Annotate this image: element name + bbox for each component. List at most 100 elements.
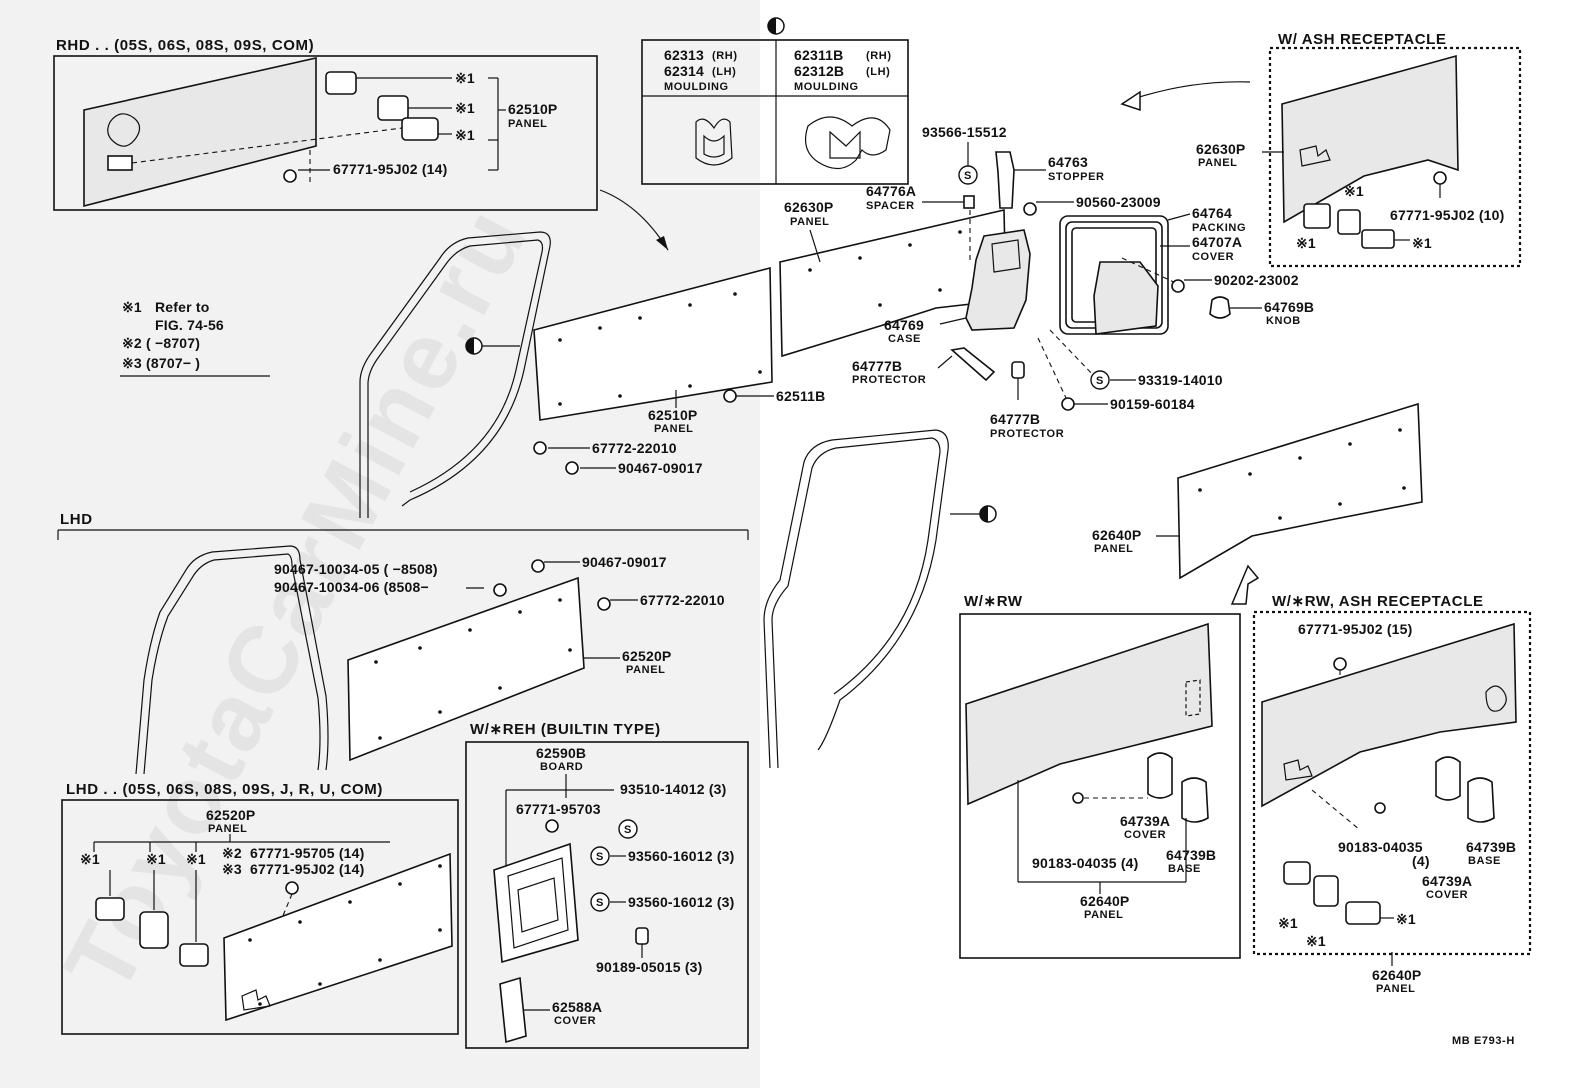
ref-mark: ※1 bbox=[186, 851, 206, 867]
rhd-panel-shape bbox=[83, 57, 317, 208]
label-93566-15512: 93566-15512 bbox=[922, 124, 1007, 140]
door-weatherstrip-inner bbox=[367, 239, 544, 518]
panel-holes bbox=[248, 864, 442, 1006]
spacer-64776A bbox=[963, 195, 975, 209]
knob-64769B bbox=[1209, 296, 1231, 319]
moulding-62313: 62313 bbox=[664, 47, 704, 63]
side-lh: (LH) bbox=[712, 66, 736, 78]
rw-ash-header: W/∗RW, ASH RECEPTACLE bbox=[1272, 593, 1484, 610]
label-90202-23002: 90202-23002 bbox=[1214, 272, 1299, 288]
reh-header: W/∗REH (BUILTIN TYPE) bbox=[470, 721, 661, 738]
label-board: BOARD bbox=[540, 761, 583, 773]
label-64763: 64763 bbox=[1048, 154, 1088, 170]
label-62640P: 62640P bbox=[1080, 893, 1129, 909]
rw-ash-part-3 bbox=[1345, 901, 1381, 925]
ref-mark: ※1 bbox=[1278, 915, 1298, 931]
side-rh: (RH) bbox=[866, 50, 892, 62]
label-knob: KNOB bbox=[1266, 315, 1301, 327]
ref-mark: ※1 bbox=[1296, 235, 1316, 251]
ref-mark: ※1 bbox=[146, 851, 166, 867]
notes: ※1 Refer to FIG. 74-56 ※2 ( −8707) ※3 (8… bbox=[120, 299, 270, 377]
label-base: BASE bbox=[1468, 855, 1501, 867]
label-93560-16012: 93560-16012 (3) bbox=[628, 894, 735, 910]
rw-inset-frame bbox=[959, 613, 1241, 959]
washer-90202 bbox=[1171, 279, 1185, 293]
screw-90189 bbox=[635, 927, 649, 945]
ref-mark: ※1 bbox=[1396, 911, 1416, 927]
cover-64739A-rw bbox=[1147, 752, 1173, 799]
label-90159-60184: 90159-60184 bbox=[1110, 396, 1195, 412]
rhd-header: RHD . . (05S, 06S, 08S, 09S, COM) bbox=[56, 37, 314, 54]
label-90467-09017: 90467-09017 bbox=[618, 460, 703, 476]
clip-90467 bbox=[565, 461, 579, 475]
protector-64777B bbox=[950, 347, 996, 382]
label-67771-95J02-10: 67771-95J02 (10) bbox=[1390, 207, 1505, 223]
ref-mark: ※1 bbox=[1344, 183, 1364, 199]
label-panel: PANEL bbox=[1198, 157, 1237, 169]
label-90189-05015: 90189-05015 (3) bbox=[596, 959, 703, 975]
moulding-62312B: 62312B bbox=[794, 63, 844, 79]
flow-arrow bbox=[1129, 81, 1251, 101]
label-panel: PANEL bbox=[790, 216, 829, 228]
label-spacer: SPACER bbox=[866, 200, 915, 212]
screw-90183-rw-ash bbox=[1374, 802, 1386, 814]
reh-inset-frame bbox=[465, 741, 749, 1049]
lhd-part-3 bbox=[179, 943, 209, 967]
lhd-section: LHD 90467-10034-05 ( −8508) 90467-10034-… bbox=[57, 511, 749, 775]
lhd-part-1 bbox=[95, 897, 125, 921]
up-arrow bbox=[1230, 564, 1260, 605]
label-62640P: 62640P bbox=[1092, 527, 1141, 543]
label-62510P: 62510P bbox=[508, 101, 557, 117]
label-panel: PANEL bbox=[626, 664, 665, 676]
label-67771-95J02-15: 67771-95J02 (15) bbox=[1298, 621, 1413, 637]
moulding-profile-a bbox=[695, 118, 733, 166]
label-panel: PANEL bbox=[508, 118, 547, 130]
panel-62510P bbox=[533, 266, 773, 421]
rw-ash-inset: W/∗RW, ASH RECEPTACLE 67771-95J02 (15) 9… bbox=[1252, 593, 1532, 995]
reh-inset: W/∗REH (BUILTIN TYPE) 62590B BOARD 93510… bbox=[465, 721, 749, 1049]
panel-holes bbox=[1198, 428, 1406, 520]
label-90467-10034-06: 90467-10034-06 (8508− bbox=[274, 579, 429, 595]
label-cover: COVER bbox=[554, 1015, 596, 1027]
nut-90560 bbox=[1023, 202, 1037, 216]
panel-62630P-ash bbox=[1281, 54, 1459, 224]
rhd-inset-frame bbox=[53, 55, 598, 211]
cover-64739A-rw-ash bbox=[1435, 756, 1461, 801]
panel-62640P bbox=[1177, 402, 1423, 580]
diagram-code: MB E793-H bbox=[1452, 1035, 1515, 1047]
clip-fastener bbox=[283, 169, 297, 183]
label-packing: PACKING bbox=[1192, 222, 1246, 234]
arrow-head bbox=[656, 236, 668, 250]
label-protector: PROTECTOR bbox=[852, 374, 926, 386]
label-panel: PANEL bbox=[1376, 983, 1415, 995]
label-64769: 64769 bbox=[884, 317, 924, 333]
ash-cutout-shape bbox=[107, 113, 141, 147]
ref-mark: ※1 bbox=[455, 70, 475, 86]
rw-header: W/∗RW bbox=[964, 593, 1023, 610]
rhd-part-2 bbox=[377, 95, 409, 121]
label-case: CASE bbox=[888, 333, 921, 345]
base-64739B-rw bbox=[1181, 777, 1209, 823]
label-64739B: 64739B bbox=[1166, 847, 1216, 863]
clip-67771-ash bbox=[1433, 171, 1447, 185]
label-64739B: 64739B bbox=[1466, 839, 1516, 855]
note-1-mark: ※1 bbox=[122, 299, 142, 315]
label-90183-04035-4: 90183-04035 (4) bbox=[1032, 855, 1139, 871]
clip-lhd bbox=[285, 881, 299, 895]
ref-mark-2: ※2 bbox=[222, 845, 242, 861]
label-93319-14010: 93319-14010 bbox=[1138, 372, 1223, 388]
clip-67771-95703 bbox=[545, 819, 559, 833]
moulding-62311B: 62311B bbox=[794, 47, 843, 63]
label-62640P: 62640P bbox=[1372, 967, 1421, 983]
rhd-inset: RHD . . (05S, 06S, 08S, 09S, COM) ※1 ※1 … bbox=[53, 37, 598, 211]
rw-inset: W/∗RW 64739A COVER 64739B BASE 90183-040… bbox=[959, 593, 1241, 959]
panel-62640P-rw-ash bbox=[1261, 622, 1517, 808]
label-62520P: 62520P bbox=[622, 648, 671, 664]
ref-mark: ※1 bbox=[1306, 933, 1326, 949]
clip-62511B bbox=[723, 389, 737, 403]
label-67771-95705-14: 67771-95705 (14) bbox=[250, 845, 365, 861]
door-weatherstrip bbox=[359, 231, 551, 518]
label-62520P: 62520P bbox=[206, 807, 255, 823]
label-62630P: 62630P bbox=[1196, 141, 1245, 157]
